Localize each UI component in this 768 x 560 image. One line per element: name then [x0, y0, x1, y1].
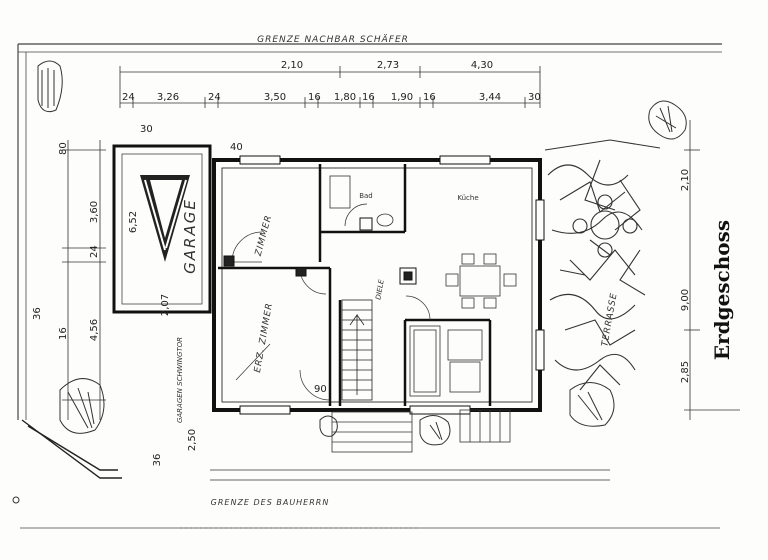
garden-terrace-sketch	[544, 139, 661, 391]
dim-detail-4: 16	[308, 92, 321, 103]
dim-right-1: 9,00	[680, 289, 691, 311]
dim-detail-6: 16	[362, 92, 375, 103]
garage-label: GARAGE	[181, 198, 199, 274]
dim-misc-1: 40	[230, 142, 243, 153]
dim-right-2: 2,85	[680, 361, 691, 383]
garage	[112, 144, 212, 314]
dim-detail-5: 1,80	[334, 92, 356, 103]
dim-garage-3: 36	[152, 454, 163, 467]
terrace-label: TERRASSE	[600, 292, 619, 348]
dim-garage-2: 2,50	[187, 429, 198, 451]
dimension-chains-right	[684, 120, 740, 420]
windows	[239, 155, 545, 415]
room-label-diele: DIELE	[374, 278, 385, 300]
room-label-zimmer: ZIMMER	[254, 214, 275, 258]
dim-left-5: 36	[32, 307, 43, 320]
dim-right-0: 2,10	[680, 169, 691, 191]
living-room-sofa	[409, 325, 483, 397]
boundary-bottom-label: GRENZE DES BAUHERRN	[211, 498, 330, 507]
garagen-schwingtor-label: GARAGEN SCHWINGTOR	[176, 337, 184, 423]
dimension-text-top-detail: 24 3,26 24 3,50 16 1,80 16 1,90 16 3,44 …	[122, 92, 541, 103]
garden-corner	[21, 419, 122, 479]
dim-left-1: 3,60	[89, 201, 100, 223]
dim-top-1: 2,73	[377, 60, 399, 71]
bath-fixtures	[329, 175, 394, 227]
dim-detail-3: 3,50	[264, 92, 286, 103]
dim-detail-8: 16	[423, 92, 436, 103]
sheet-corner-mark	[12, 496, 20, 504]
house-outer-walls	[212, 158, 542, 412]
boundary-top-label: GRENZE NACHBAR SCHÄFER	[257, 34, 409, 45]
entrance-steps	[210, 409, 610, 481]
staircase	[341, 299, 373, 401]
dim-detail-9: 3,44	[479, 92, 501, 103]
dim-detail-1: 3,26	[157, 92, 179, 103]
dim-garage-1: 2,07	[160, 294, 171, 316]
dim-detail-7: 1,90	[391, 92, 413, 103]
dimension-text-right: 2,10 9,00 2,85	[680, 169, 691, 383]
room-label-kueche: Küche	[457, 194, 478, 202]
dim-detail-2: 24	[208, 92, 221, 103]
chimneys	[223, 217, 417, 285]
room-label-bad: Bad	[359, 192, 373, 200]
sheet-title: Erdgeschoss	[710, 219, 734, 361]
dining-table	[445, 253, 517, 309]
room-label-erz-zimmer: ERZ. ZIMMER	[253, 302, 275, 374]
shrubs	[37, 60, 687, 446]
dimension-chains-top	[119, 66, 541, 108]
dim-detail-10: 30	[528, 92, 541, 103]
dim-left-2: 24	[89, 245, 100, 258]
plot-boundary	[17, 43, 722, 529]
dimension-chains-left	[62, 140, 106, 420]
dim-misc-0: 30	[140, 124, 153, 135]
dim-detail-0: 24	[122, 92, 135, 103]
dim-garage-0: 6,52	[128, 211, 139, 233]
dim-misc-2: 90	[314, 384, 327, 395]
dim-left-3: 4,56	[89, 319, 100, 341]
dim-left-0: 80	[58, 142, 69, 155]
house-inner-walls	[218, 164, 492, 406]
dim-left-4: 16	[58, 327, 69, 340]
dim-top-2: 4,30	[471, 60, 493, 71]
dim-top-0: 2,10	[281, 60, 303, 71]
dimension-text-left: 80 3,60 24 4,56 16 36	[32, 142, 100, 341]
dimension-text-top-overall: 2,10 2,73 4,30	[281, 60, 493, 71]
